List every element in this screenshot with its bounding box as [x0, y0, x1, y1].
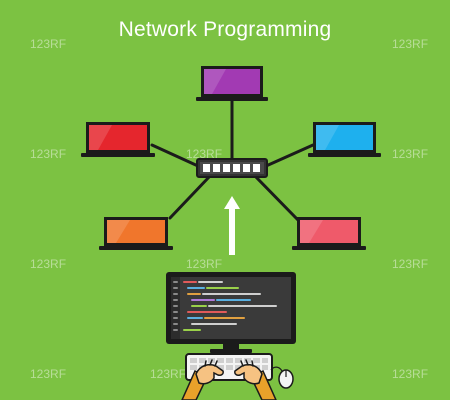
watermark: 123RF	[30, 367, 66, 381]
watermark: 123RF	[30, 37, 66, 51]
edge-switch-laptop-bottom-right	[253, 174, 300, 222]
watermark: 123RF	[392, 257, 428, 271]
laptop-icon	[81, 122, 155, 157]
edge-switch-laptop-right	[264, 143, 315, 168]
edge-switch-laptop-left	[150, 143, 200, 168]
watermark: 123RF	[392, 367, 428, 381]
laptop-icon	[99, 217, 173, 250]
watermark: 123RF	[186, 257, 222, 271]
watermark: 123RF	[186, 147, 222, 161]
laptop-icon	[308, 122, 381, 157]
laptop-icon	[292, 217, 366, 250]
network-switch-icon	[196, 158, 268, 178]
laptop-icon	[196, 66, 268, 101]
right-hand-icon	[234, 359, 277, 400]
upload-arrow-icon	[224, 196, 240, 255]
watermark-layer: 123RF 123RF 123RF 123RF 123RF 123RF 123R…	[30, 37, 428, 381]
page-title: Network Programming	[118, 18, 332, 41]
watermark: 123RF	[150, 367, 186, 381]
connections	[150, 98, 315, 222]
watermark: 123RF	[392, 147, 428, 161]
watermark: 123RF	[392, 37, 428, 51]
watermark: 123RF	[30, 147, 66, 161]
monitor-code-icon	[166, 272, 296, 353]
code-lines	[173, 281, 277, 331]
edge-switch-laptop-bottom-left	[168, 174, 212, 220]
mouse-icon	[270, 366, 294, 389]
left-hand-icon	[181, 359, 224, 400]
watermark: 123RF	[30, 257, 66, 271]
